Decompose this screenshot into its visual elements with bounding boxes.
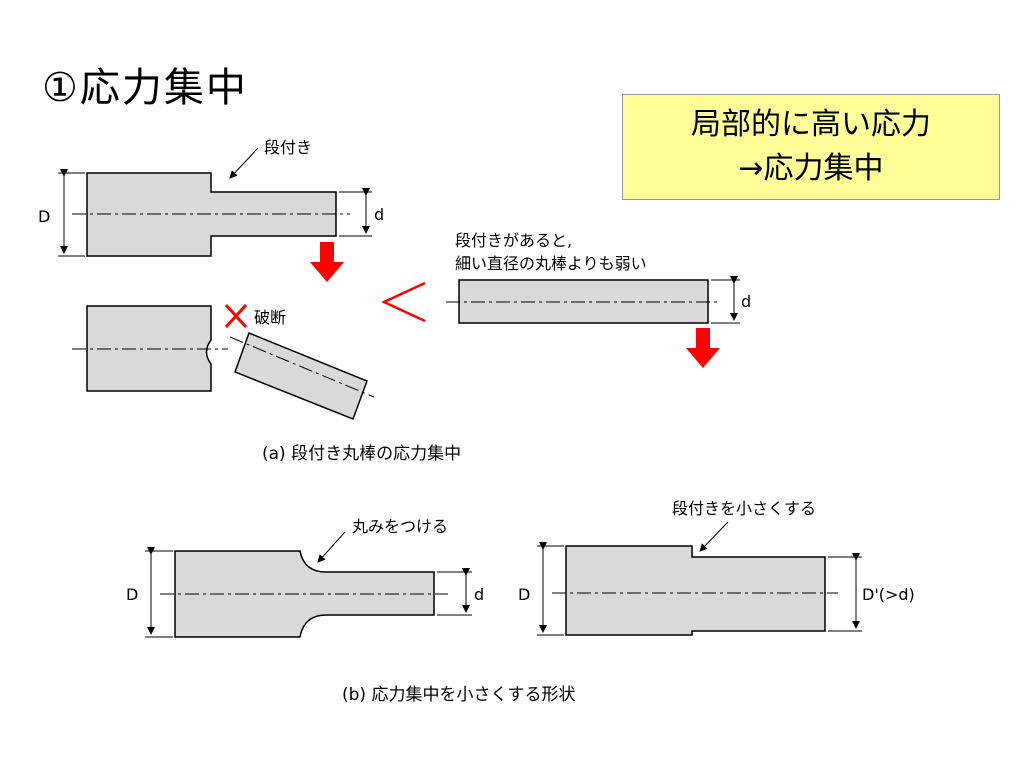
figure-b: D d 丸みをつける D D'(>d) 段付きを小さくする (b) 応力集中を小… xyxy=(126,499,915,705)
callout-line-1: 局部的に高い応力 xyxy=(691,107,931,142)
caption-a: (a) 段付き丸棒の応力集中 xyxy=(262,444,461,464)
fracture-label: 破断 xyxy=(254,308,286,327)
fractured-piece-right xyxy=(234,332,368,420)
small-step-label: 段付きを小さくする xyxy=(672,499,816,518)
callout-box: 局部的に高い応力 →応力集中 xyxy=(622,94,1000,200)
small-step-leader xyxy=(699,521,729,552)
dimension-D xyxy=(58,169,85,257)
small-step-bar xyxy=(565,545,826,636)
dimension-D-fillet xyxy=(145,547,173,638)
caption-b: (b) 応力集中を小さくする形状 xyxy=(342,685,575,705)
dimension-d-plain xyxy=(711,276,740,324)
note-line-1: 段付きがあると, xyxy=(455,231,572,250)
dim-label-D-small-step: D xyxy=(518,585,530,604)
step-leader xyxy=(229,147,259,179)
down-arrow-red xyxy=(686,328,720,368)
fillet-leader xyxy=(317,531,346,563)
down-arrow-red xyxy=(310,242,344,282)
note-line-2: 細い直径の丸棒よりも弱い xyxy=(455,254,647,273)
dim-label-D-fillet: D xyxy=(126,585,138,604)
dimension-D-small-step xyxy=(537,542,564,636)
dimension-d xyxy=(339,188,372,237)
callout-line-2: →応力集中 xyxy=(738,151,884,186)
dim-label-D2-small-step: D'(>d) xyxy=(862,585,915,604)
less-than-symbol xyxy=(381,281,426,323)
dimension-d-fillet xyxy=(437,568,472,616)
slide-title: ①応力集中 xyxy=(42,65,248,111)
dim-label-d-plain: d xyxy=(741,292,751,311)
dim-label-d-fillet: d xyxy=(474,585,484,604)
center-line xyxy=(229,336,375,398)
fracture-x-mark xyxy=(224,303,248,329)
fillet-label: 丸みをつける xyxy=(352,517,448,536)
stepped-bar xyxy=(86,172,337,257)
step-label: 段付き xyxy=(264,138,312,157)
dimension-D2-small-step xyxy=(828,553,862,632)
dim-label-D: D xyxy=(38,207,50,226)
dim-label-d: d xyxy=(374,205,384,224)
figure-a: D d 段付き 破断 < 段付きがあると, 細い直径の丸棒よりも弱い xyxy=(38,138,751,464)
